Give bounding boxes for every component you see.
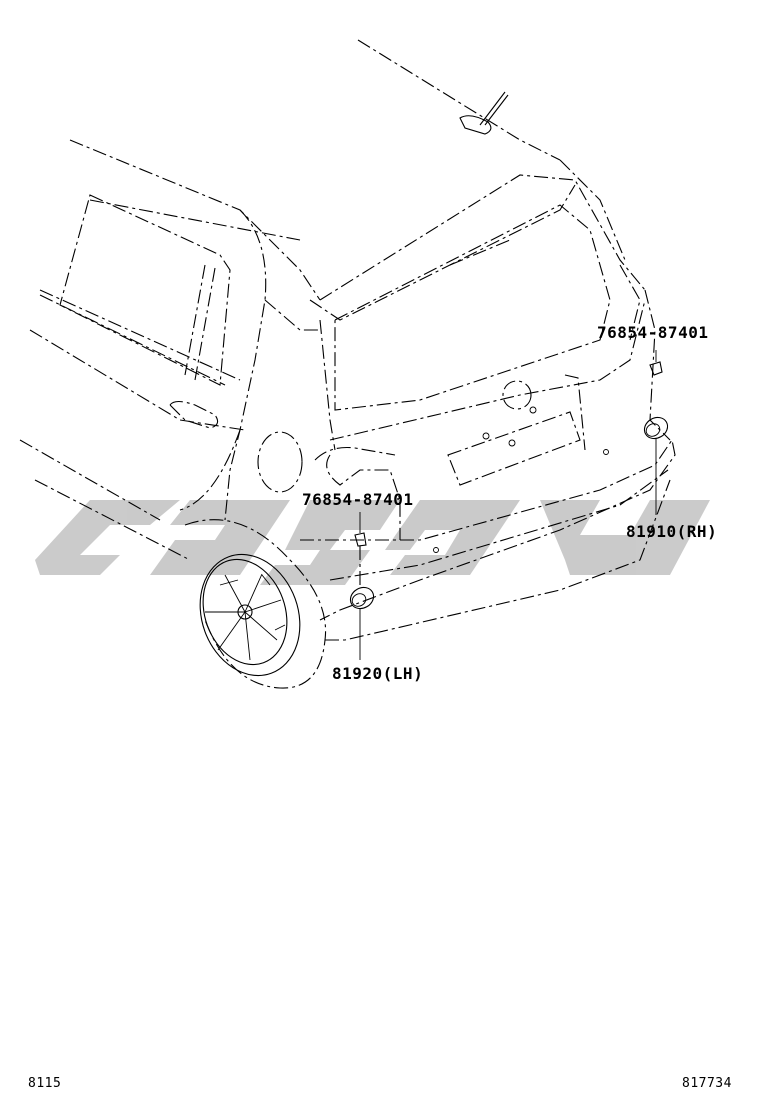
rear-wheel — [184, 519, 327, 689]
body-outline — [19, 39, 671, 561]
reflector-right-part — [643, 416, 669, 515]
door-handle — [169, 400, 219, 429]
callout-reflector-lh[interactable]: 81920(LH) — [332, 664, 424, 683]
page-reference: 8115 — [28, 1076, 62, 1091]
fuel-door — [257, 431, 303, 493]
rear-bumper — [300, 438, 676, 641]
callout-clip-left[interactable]: 76854-87401 — [302, 490, 414, 509]
side-window — [39, 194, 231, 386]
antenna — [459, 91, 509, 135]
clip-part-left — [354, 512, 367, 585]
back-door — [314, 374, 609, 553]
illustration-number: 817734 — [682, 1076, 732, 1091]
reflector-left-part — [349, 586, 375, 660]
watermark-logo — [35, 500, 710, 585]
clip-part-upper — [649, 350, 663, 376]
rear-window — [334, 204, 611, 411]
callout-clip-upper-right[interactable]: 76854-87401 — [597, 323, 709, 342]
callout-reflector-rh[interactable]: 81910(RH) — [626, 522, 718, 541]
